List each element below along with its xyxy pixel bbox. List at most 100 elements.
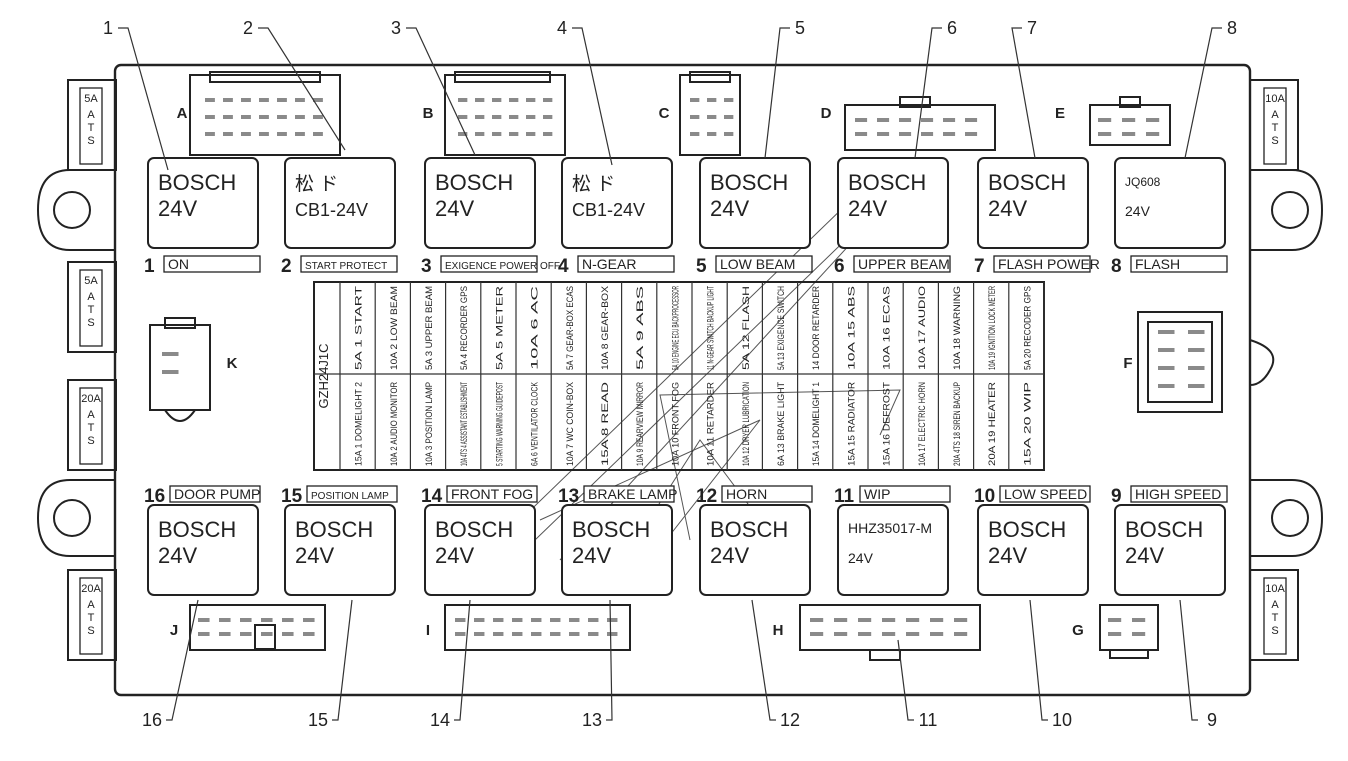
relay-voltage: 24V <box>158 543 197 568</box>
fuse-cell-top-4: 5A 4 RECORDER GPS <box>459 286 470 370</box>
connector-label: A <box>177 105 188 122</box>
connector-pin <box>1158 366 1175 370</box>
fuse-cell-label: 14 DOOR RETARDER <box>811 286 822 370</box>
connector-pin <box>707 115 717 119</box>
relay-brand: BOSCH <box>710 517 788 542</box>
relay-label: DOOR PUMP <box>174 486 260 502</box>
connector-pin <box>930 618 944 622</box>
connector-pin <box>1132 618 1146 622</box>
wire-4 <box>659 389 901 541</box>
callout-top-4: 4 <box>557 18 613 166</box>
fuse-cell-top-19: 10A 19 IGNITION LOCK METER <box>987 286 998 370</box>
connector-latch <box>689 71 731 83</box>
relay-body <box>147 504 259 596</box>
relay-number: 8 <box>1111 256 1122 277</box>
callout-top-2: 2 <box>243 18 346 151</box>
connector-pin <box>259 115 269 119</box>
connector-pin <box>954 632 968 636</box>
connector-pin <box>475 98 485 102</box>
relay-brand: BOSCH <box>1125 517 1203 542</box>
connector-pin <box>1146 118 1160 122</box>
relay-label-box <box>306 485 398 503</box>
fuse-cell-bottom-13: 6A 13 BRAKE LIGHT <box>776 382 787 466</box>
connector-body <box>679 74 741 156</box>
connector-pin <box>882 618 896 622</box>
fuse-cell-bottom-12: 10A 12 DRYER LUBRICATION <box>741 382 752 466</box>
relay-label-box <box>577 255 675 273</box>
connector-pin <box>899 132 912 136</box>
connector-j: J <box>170 604 326 651</box>
fuse-cell-label: 6A 6 VENTILATOR CLOCK <box>530 382 541 466</box>
fuse-cell-top-9: 5A 9 ABS <box>635 286 646 370</box>
connector-label: C <box>659 105 670 122</box>
fuse-cell-label: 6A 13 BRAKE LIGHT <box>776 382 787 466</box>
relay-label: POSITION LAMP <box>311 491 389 502</box>
leader-line <box>751 599 776 721</box>
fuse-tab-outline <box>79 577 103 655</box>
fuse-cell-label: 10A 19 IGNITION LOCK METER <box>987 286 998 370</box>
connector-pin <box>1158 330 1175 334</box>
connector-pin <box>240 632 252 636</box>
connector-pin <box>458 115 468 119</box>
fuse-cell-label: 10A 17 ELECTRIC HORN <box>917 382 928 466</box>
fuse-cell-top-5: 5A 5 METER <box>494 286 505 370</box>
fuse-cell-top-14: 14 DOOR RETARDER <box>811 286 822 370</box>
connector-label: F <box>1123 355 1132 372</box>
connector-pin <box>1122 132 1136 136</box>
callout-bottom-12: 12 <box>751 599 800 730</box>
connector-pin <box>724 98 734 102</box>
fuse-cell-label: 5A 12 FLASH <box>741 286 752 370</box>
fuse-cell-label: 5A 13 EXIGENCE SWITCH <box>776 286 787 370</box>
callout-top-5: 5 <box>764 18 805 159</box>
connector-pin <box>219 618 231 622</box>
connector-pin <box>205 132 215 136</box>
relay-number: 13 <box>558 486 579 507</box>
connector-pin <box>282 632 294 636</box>
callout-number: 3 <box>391 18 401 38</box>
connector-pin <box>550 632 561 636</box>
connector-pin <box>588 618 599 622</box>
callout-number: 11 <box>919 710 938 730</box>
connector-pin <box>834 618 848 622</box>
connector-pin <box>313 98 323 102</box>
callout-number: 2 <box>243 18 253 38</box>
fuse-cell-label: 5A 5 METER <box>494 286 505 370</box>
callout-top-3: 3 <box>391 18 476 156</box>
connector-latch <box>209 71 321 83</box>
connector-pin <box>943 118 956 122</box>
callout-number: 8 <box>1227 18 1237 38</box>
connector-pin <box>493 618 504 622</box>
connector-pin <box>921 132 934 136</box>
relay-label: FRONT FOG <box>451 486 533 502</box>
connector-pin <box>855 118 868 122</box>
relay-voltage: 24V <box>295 543 334 568</box>
connector-pin <box>965 132 978 136</box>
callout-number: 12 <box>780 710 800 730</box>
relay-body <box>147 157 259 249</box>
connector-pin <box>531 632 542 636</box>
fuse-tab-outline <box>1263 577 1287 655</box>
connector-pin <box>475 115 485 119</box>
leader-line <box>1179 599 1198 721</box>
relay-label: ON <box>168 256 189 272</box>
relay-body <box>561 157 673 249</box>
relay-brand: BOSCH <box>988 170 1066 195</box>
relay-voltage: 24V <box>848 196 887 221</box>
connector-latch <box>1147 321 1213 403</box>
fuse-cell-bottom-2: 10A 2 AUDIO MONITOR <box>389 382 400 466</box>
relay-number: 16 <box>144 486 165 507</box>
connector-pin <box>162 370 179 374</box>
connector-pin <box>277 132 287 136</box>
callout-bottom-16: 16 <box>142 599 199 730</box>
fuse-cell-label: 20A 4TS 18 SIREN BACKUP <box>952 382 963 466</box>
connector-pin <box>509 115 519 119</box>
connector-pin <box>810 618 824 622</box>
